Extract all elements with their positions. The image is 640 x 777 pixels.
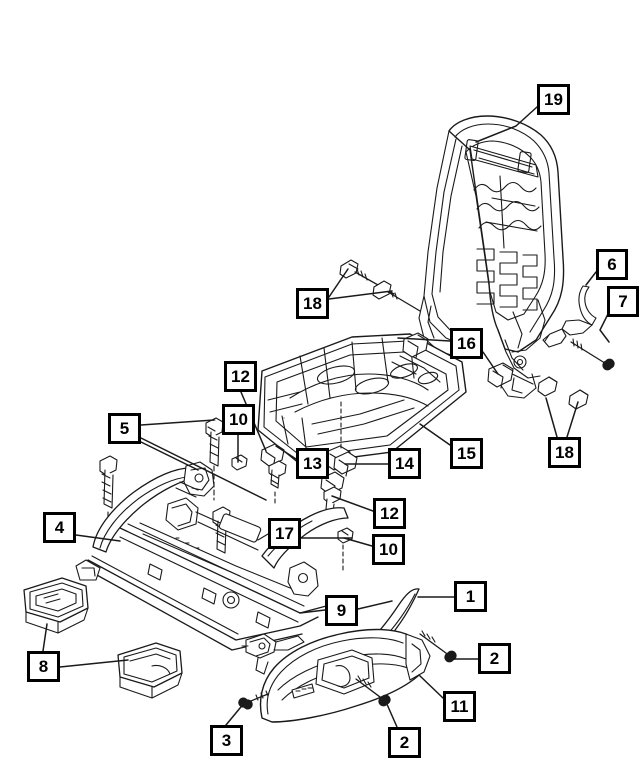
track-cover-shield-art (23, 577, 183, 699)
callout-recliner-handle-screw[interactable]: 7 (607, 286, 639, 317)
callout-number: 2 (399, 733, 410, 752)
callout-retainer-clip[interactable]: 13 (296, 448, 329, 479)
callout-number: 16 (457, 334, 476, 353)
callout-track-cover-shield[interactable]: 8 (27, 651, 60, 682)
callout-cushion-pan-nut[interactable]: 14 (388, 448, 421, 479)
side-shield-art (241, 588, 431, 723)
callout-cushion-attaching-bolt-right[interactable]: 12 (373, 498, 406, 529)
callout-hinge-bolt-lower[interactable]: 18 (548, 437, 581, 468)
seat-cushion-pan-art (257, 333, 467, 465)
callout-number: 12 (380, 504, 399, 523)
callout-cushion-attaching-bolt-left[interactable]: 12 (224, 361, 257, 392)
callout-number: 12 (231, 367, 250, 386)
callout-inboard-side-shield[interactable]: 11 (443, 691, 476, 722)
callout-number: 13 (303, 454, 322, 473)
callout-push-nut-right[interactable]: 10 (372, 534, 405, 565)
leader-lines (42, 106, 610, 728)
callout-number: 1 (465, 587, 476, 606)
seat-track-assembly-art (75, 461, 349, 651)
callout-number: 3 (221, 731, 232, 750)
callout-shield-screw-upper[interactable]: 2 (478, 643, 511, 674)
fastener-column-left (205, 399, 358, 507)
callout-number: 10 (379, 540, 398, 559)
callout-seat-track-assembly[interactable]: 4 (43, 512, 76, 543)
callout-number: 17 (275, 524, 294, 543)
callout-seat-cushion-pan[interactable]: 15 (450, 438, 483, 469)
callout-number: 9 (336, 601, 347, 620)
callout-number: 18 (303, 294, 322, 313)
callout-number: 8 (38, 657, 49, 676)
callout-shield-screw-lower[interactable]: 2 (388, 727, 421, 758)
callout-number: 6 (607, 255, 617, 274)
callout-track-mount-bolt[interactable]: 5 (108, 413, 141, 444)
callout-number: 18 (555, 443, 574, 462)
callout-seat-adjuster-motor[interactable]: 17 (268, 518, 301, 549)
callout-number: 11 (450, 697, 469, 716)
callout-shield-screw-inboard[interactable]: 3 (210, 725, 243, 756)
recliner-screw-art (570, 338, 615, 371)
callout-cushion-pan-clip[interactable]: 16 (450, 328, 483, 359)
callout-outboard-side-shield[interactable]: 1 (454, 581, 487, 612)
hinge-bolt-lower-art (507, 371, 589, 410)
callout-number: 7 (618, 292, 628, 311)
hinge-bolt-upper-art (339, 259, 421, 312)
callout-number: 19 (544, 90, 563, 109)
callout-number: 4 (54, 518, 65, 537)
callout-push-nut-left[interactable]: 10 (222, 404, 255, 435)
callout-number: 10 (229, 410, 248, 429)
callout-number: 15 (457, 444, 476, 463)
callout-hinge-bolt-upper[interactable]: 18 (296, 288, 329, 319)
callout-seat-back-frame[interactable]: 19 (537, 84, 570, 115)
callout-number: 5 (119, 419, 130, 438)
callout-number: 2 (489, 649, 500, 668)
callout-recliner-handle[interactable]: 6 (596, 249, 628, 280)
recliner-handle-art (542, 285, 597, 348)
callout-number: 14 (395, 454, 414, 473)
callout-shield-bracket[interactable]: 9 (325, 595, 358, 626)
